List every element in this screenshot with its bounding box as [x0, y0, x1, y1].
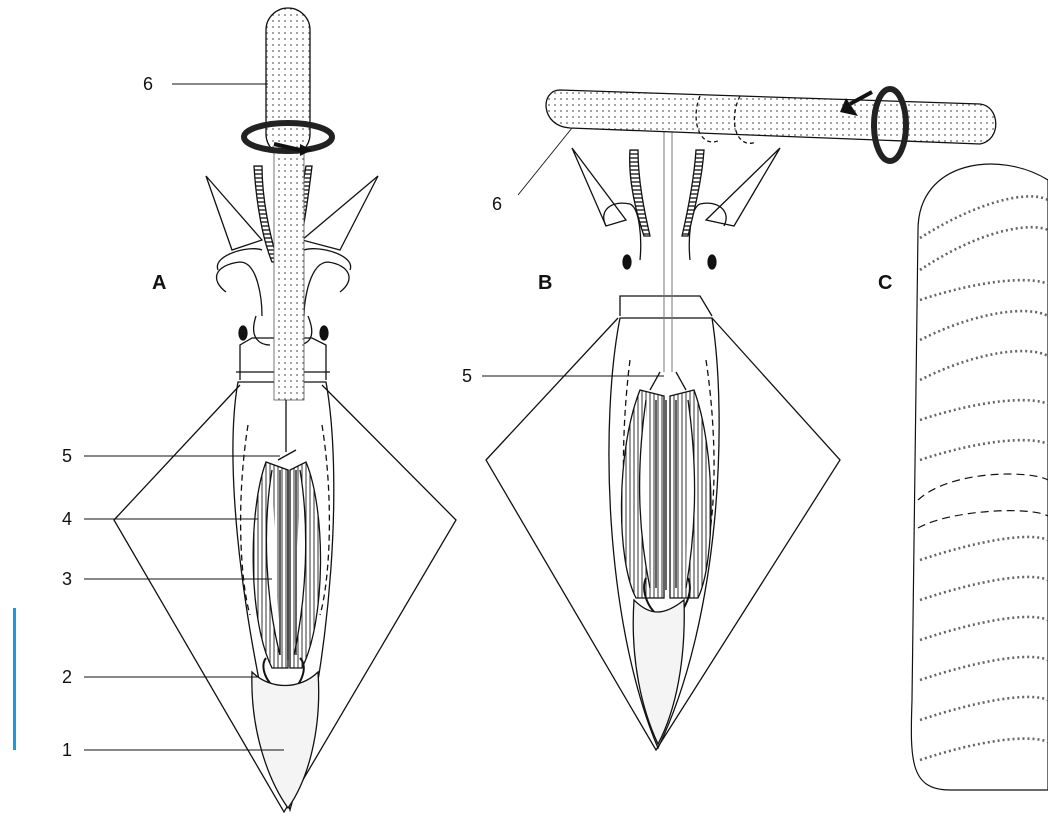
squid-a — [114, 8, 456, 812]
label-a-3: 3 — [62, 569, 72, 590]
label-a-6: 6 — [143, 74, 153, 95]
panel-label-b: B — [538, 272, 552, 295]
panel-label-c: C — [878, 272, 892, 295]
label-a-2: 2 — [62, 667, 72, 688]
label-a-5: 5 — [62, 446, 72, 467]
label-b-5: 5 — [462, 366, 472, 387]
squid-b — [486, 89, 996, 750]
leader-lines-a — [84, 84, 284, 750]
panel-label-a: A — [152, 272, 166, 295]
label-a-4: 4 — [62, 509, 72, 530]
label-a-1: 1 — [62, 740, 72, 761]
accent-bar — [13, 608, 16, 750]
label-b-6: 6 — [492, 194, 502, 215]
spermatophore-c — [911, 164, 1048, 790]
